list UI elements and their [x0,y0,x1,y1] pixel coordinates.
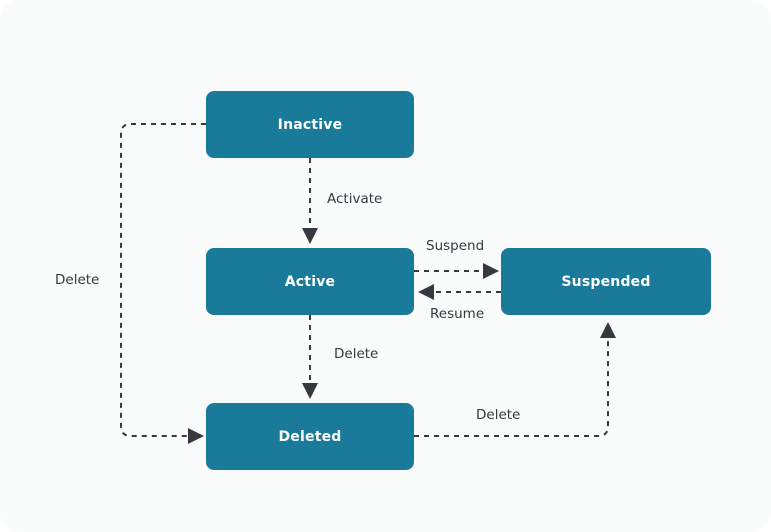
edge-label-delete-deleted: Delete [476,407,521,423]
edge-delete-inactive [120,123,206,444]
state-node-inactive[interactable]: Inactive [206,91,414,158]
edge-delete-active [302,315,318,399]
state-label-suspended: Suspended [561,273,651,290]
edge-label-activate: Activate [327,191,383,207]
state-node-deleted[interactable]: Deleted [206,403,414,470]
edge-delete-deleted-path [414,340,609,437]
edge-suspend [414,263,499,279]
state-label-inactive: Inactive [277,116,343,133]
state-node-suspended[interactable]: Suspended [501,248,711,315]
edge-delete-inactive-path [120,123,206,437]
edge-label-resume: Resume [430,306,485,322]
edge-activate-arrowhead [302,228,318,244]
edge-delete-active-arrowhead [302,383,318,399]
edge-resume-arrowhead [418,284,434,300]
edge-activate [302,158,318,244]
state-label-deleted: Deleted [278,428,342,445]
edge-delete-deleted-arrowhead [600,322,616,338]
edge-delete-deleted [414,322,616,437]
edge-label-delete-active: Delete [334,346,379,362]
state-label-active: Active [284,273,336,290]
edge-suspend-arrowhead [483,263,499,279]
edge-delete-inactive-arrowhead [188,428,204,444]
state-node-active[interactable]: Active [206,248,414,315]
edge-resume [418,284,501,300]
edge-label-suspend: Suspend [426,238,485,254]
edge-label-delete-inactive: Delete [55,272,100,288]
